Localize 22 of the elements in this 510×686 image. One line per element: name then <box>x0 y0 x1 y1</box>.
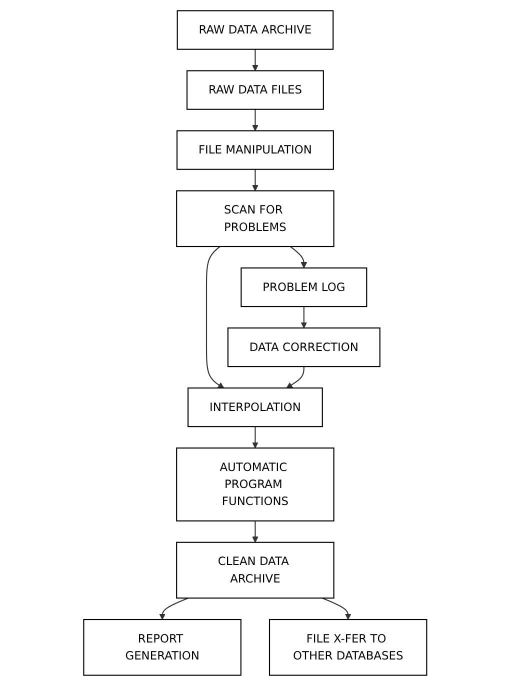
node-box: RAW DATA ARCHIVE <box>176 10 334 50</box>
arrow <box>252 169 258 192</box>
arrow <box>322 598 352 620</box>
node-box: INTERPOLATION <box>187 387 323 428</box>
arrow <box>300 306 307 328</box>
node-box: PROBLEM LOG <box>240 267 367 308</box>
arrow <box>252 49 258 72</box>
node-box: SCAN FOR PROBLEMS <box>176 190 334 248</box>
node-box: FILE MANIPULATION <box>176 130 334 170</box>
node-box: FILE X-FER TO OTHER DATABASES <box>268 619 428 676</box>
arrow <box>252 426 258 448</box>
arrow <box>158 598 188 620</box>
node-box: DATA CORRECTION <box>227 327 380 368</box>
arrow <box>290 246 307 268</box>
arrow <box>252 520 258 543</box>
arrow <box>206 246 224 388</box>
arrow <box>286 366 304 388</box>
node-box: CLEAN DATA ARCHIVE <box>176 542 334 599</box>
node-box: RAW DATA FILES <box>186 70 324 110</box>
node-box: REPORT GENERATION <box>82 619 242 676</box>
arrow <box>252 109 258 132</box>
node-box: AUTOMATIC PROGRAM FUNCTIONS <box>176 448 334 522</box>
